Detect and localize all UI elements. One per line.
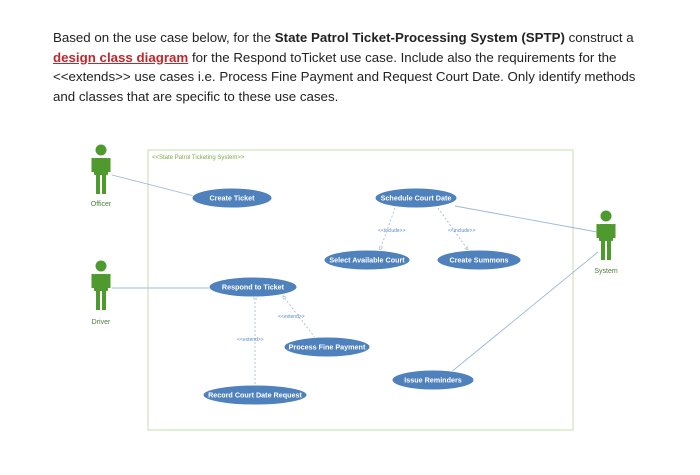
use-case-create-ticket: Create Ticket xyxy=(191,187,273,209)
design-class-diagram-link[interactable]: design class diagram xyxy=(53,49,189,65)
question-mid: construct a xyxy=(564,30,634,45)
use-case-create-summons: Create Summons xyxy=(436,249,522,271)
use-case-select-available-court: Select Available Court xyxy=(323,249,411,271)
create-ticket-label: Create Ticket xyxy=(209,194,255,203)
use-case-issue-reminders: Issue Reminders xyxy=(391,369,475,391)
use-case-respond-to-ticket: Respond to Ticket xyxy=(208,276,298,298)
schedule-court-date-label: Schedule Court Date xyxy=(381,194,452,203)
use-case-process-fine-payment: Process Fine Payment xyxy=(283,336,371,358)
issue-reminders-label: Issue Reminders xyxy=(404,376,462,385)
system-actor-icon xyxy=(596,210,616,260)
officer-actor-icon xyxy=(91,144,111,194)
system-label: System xyxy=(594,268,618,275)
question-rest: for the Respond toTicket use case. Inclu… xyxy=(53,49,636,104)
create-summons-label: Create Summons xyxy=(449,256,508,265)
include-label-1: <<include>> xyxy=(378,228,406,234)
actor-officer: Officer xyxy=(91,144,112,208)
association-lines xyxy=(111,174,599,374)
include-label-2: <<include>> xyxy=(448,228,476,234)
actor-system: System xyxy=(594,210,618,275)
system-name: State Patrol Ticket-Processing System (S… xyxy=(274,30,565,45)
process-fine-payment-label: Process Fine Payment xyxy=(289,343,366,352)
question-intro: Based on the use case below, for the xyxy=(53,30,275,45)
system-boundary-label: <<State Patrol Ticketing System>> xyxy=(152,155,245,161)
extend-label-2: <<extend>> xyxy=(237,337,264,343)
actor-driver: Driver xyxy=(91,260,111,326)
respond-to-ticket-label: Respond to Ticket xyxy=(222,283,285,292)
select-available-court-label: Select Available Court xyxy=(329,256,405,265)
driver-actor-icon xyxy=(91,260,111,310)
dependency-lines xyxy=(255,207,468,388)
use-case-record-court-date-request: Record Court Date Request xyxy=(202,384,308,406)
use-case-schedule-court-date: Schedule Court Date xyxy=(374,187,458,209)
extend-label-1: <<extend>> xyxy=(278,314,305,320)
record-court-date-request-label: Record Court Date Request xyxy=(208,391,302,400)
system-boundary xyxy=(147,149,574,431)
question-text: Based on the use case below, for the Sta… xyxy=(53,28,653,106)
driver-label: Driver xyxy=(92,319,111,326)
officer-label: Officer xyxy=(91,201,112,208)
